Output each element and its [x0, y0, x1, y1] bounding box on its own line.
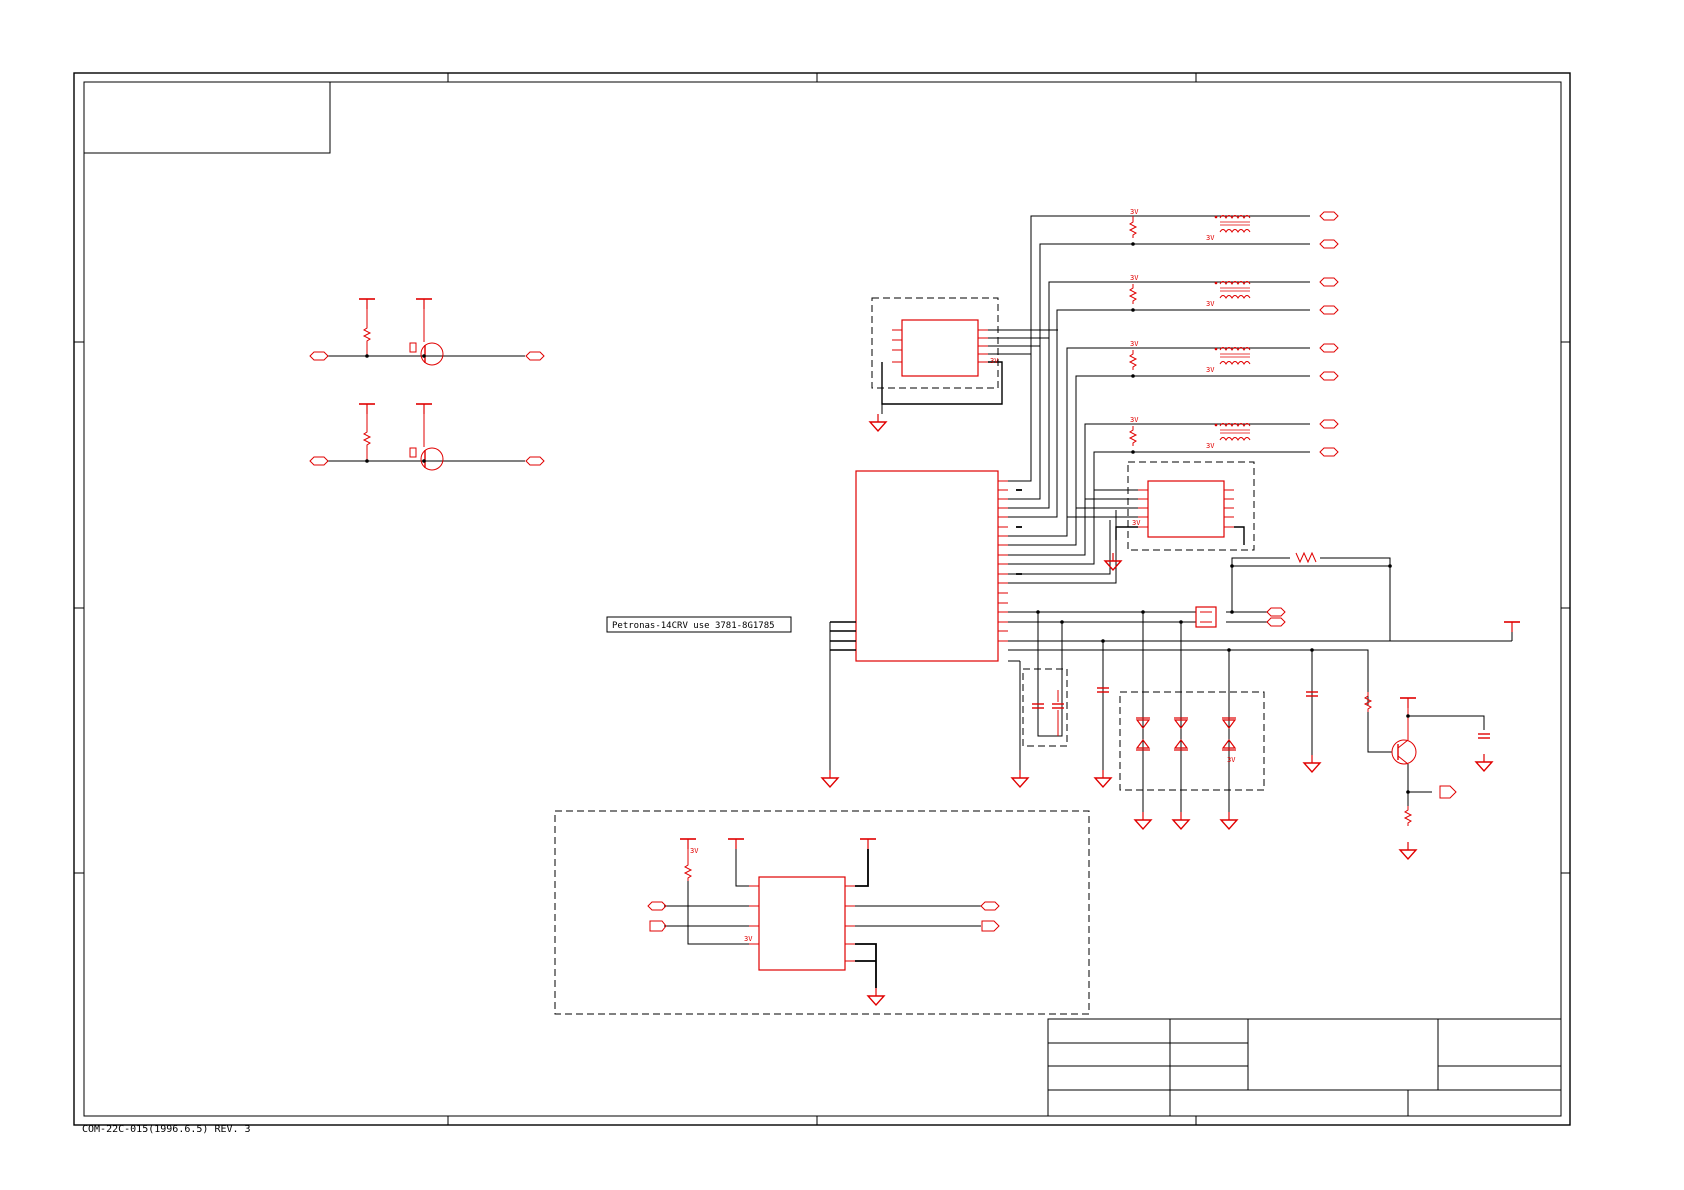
svg-text:3V: 3V: [1206, 300, 1215, 308]
svg-text:3V: 3V: [990, 357, 999, 365]
svg-text:3V: 3V: [1130, 416, 1139, 424]
svg-text:3V: 3V: [1130, 274, 1139, 282]
title-block: [1047, 1018, 1562, 1117]
svg-text:3V: 3V: [1206, 234, 1215, 242]
main-ic-ground-net: [821, 621, 856, 788]
part-note: Petronas-14CRV use 3781-8G1785: [606, 616, 792, 633]
mid-driver-ic: 3V: [1067, 461, 1255, 571]
drawing-frame: [73, 72, 1571, 1126]
main-ic: [846, 470, 1008, 662]
output-network: [1008, 557, 1512, 705]
svg-text:3V: 3V: [1130, 340, 1139, 348]
signal-bus: [1008, 215, 1310, 584]
choke-channel-4: 3V 3V: [1129, 416, 1339, 457]
decoupling-caps: [1022, 610, 1068, 747]
level-shifter-1: [309, 298, 545, 366]
svg-text:3V: 3V: [1130, 208, 1139, 216]
esd-diodes: 3V: [1119, 610, 1265, 812]
svg-text:3V: 3V: [1206, 366, 1215, 374]
filter-component: [1195, 606, 1217, 628]
choke-channel-2: 3V 3V: [1129, 274, 1339, 315]
interface-ic: 3V 3V: [554, 810, 1090, 1015]
svg-text:Petronas-14CRV use 3781-8G1785: Petronas-14CRV use 3781-8G1785: [612, 621, 775, 631]
revision-box: [83, 81, 331, 154]
svg-text:3V: 3V: [1227, 756, 1236, 764]
upper-driver-ic: 3V: [869, 297, 1058, 432]
svg-text:3V: 3V: [1132, 519, 1141, 527]
choke-channel-1: 3V 3V: [1129, 208, 1339, 249]
svg-text:3V: 3V: [744, 935, 753, 943]
level-shifter-2: [309, 403, 545, 471]
svg-text:3V: 3V: [1206, 442, 1215, 450]
form-id-label: COM-22C-015(1996.6.5) REV. 3: [82, 1124, 251, 1135]
svg-text:3V: 3V: [690, 847, 699, 855]
transistor-stage: [1364, 650, 1493, 860]
series-resistor: [1295, 551, 1317, 564]
choke-channel-3: 3V 3V: [1129, 340, 1339, 381]
